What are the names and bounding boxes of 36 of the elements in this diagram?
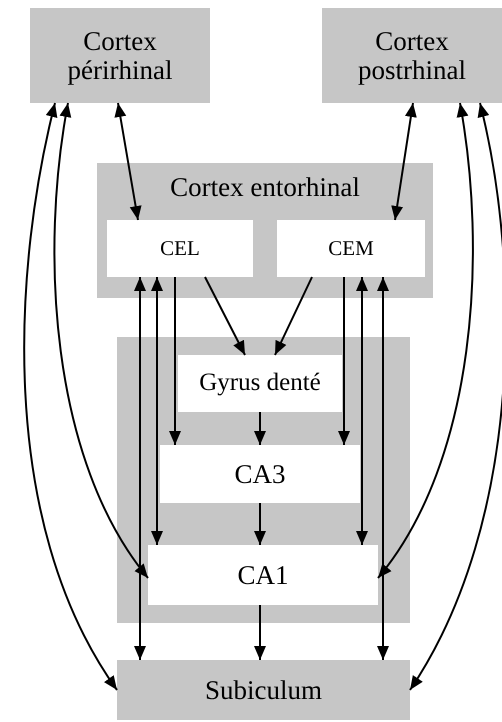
region-box	[160, 445, 360, 503]
region-name: Gyrus denté	[199, 370, 321, 397]
region-name: CA3	[234, 460, 286, 488]
arrow	[377, 277, 389, 660]
arrow	[254, 605, 266, 660]
arrow	[151, 277, 163, 545]
arrow	[391, 102, 417, 220]
arrow	[254, 412, 266, 445]
arrow	[169, 277, 181, 445]
arrow	[274, 276, 313, 356]
arrow	[377, 102, 474, 579]
arrow	[114, 102, 142, 220]
arrow	[409, 102, 502, 691]
region-name: Cortex périrhinal	[66, 27, 174, 84]
cortex-box	[322, 8, 502, 103]
arrow	[134, 277, 146, 660]
layer-box	[277, 220, 425, 277]
arrow	[54, 102, 149, 579]
cortex-region	[97, 163, 433, 298]
region-box	[117, 660, 410, 720]
arrow	[356, 277, 368, 545]
layer-box	[107, 220, 253, 277]
region-box	[148, 545, 378, 605]
region-name: CA1	[237, 560, 288, 590]
arrow	[338, 277, 350, 445]
region-name: CEL	[160, 237, 200, 260]
arrow	[254, 503, 266, 545]
region-box	[178, 355, 342, 412]
region-name: Subiculum	[204, 676, 322, 704]
arrow	[204, 276, 246, 356]
arrow	[23, 102, 118, 691]
region-name: Cortex postrhinal	[357, 27, 467, 84]
region-name: Cortex entorhinal	[170, 173, 360, 202]
cortex-box	[30, 8, 210, 103]
region-name: CEM	[328, 237, 374, 260]
hippocampus-region	[117, 337, 410, 623]
